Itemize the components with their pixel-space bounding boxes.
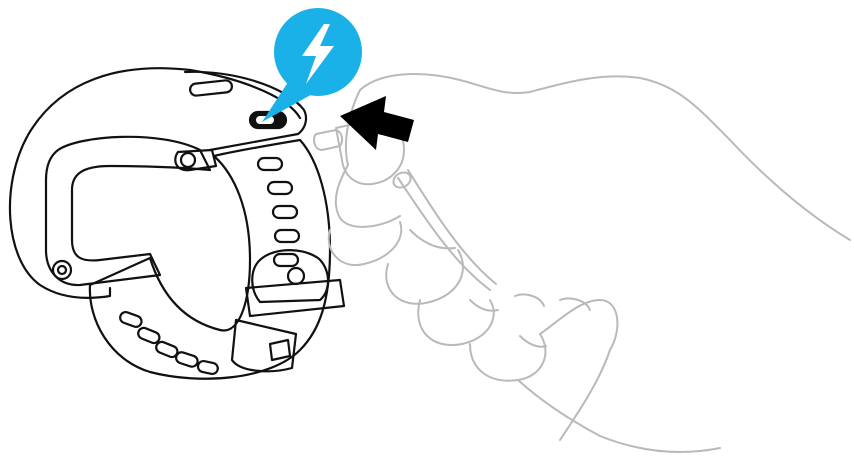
top-vent xyxy=(189,80,232,96)
device-inner-window xyxy=(46,137,210,285)
hand-thumb xyxy=(336,165,400,227)
side-button xyxy=(53,261,71,279)
hand-finger-1 xyxy=(329,222,402,265)
cable-wire xyxy=(398,178,490,290)
strap-keeper xyxy=(246,280,344,316)
hand-palm xyxy=(540,300,617,350)
hand-wrist xyxy=(518,380,720,452)
hand-outline xyxy=(360,74,850,240)
strap-device xyxy=(10,68,344,379)
hand-finger-2 xyxy=(386,250,463,304)
strap-clasp xyxy=(232,320,296,371)
hand-finger-3 xyxy=(418,300,494,345)
charge-badge xyxy=(262,8,362,122)
hand-finger-4 xyxy=(470,334,545,381)
strap-buckle xyxy=(252,250,328,302)
